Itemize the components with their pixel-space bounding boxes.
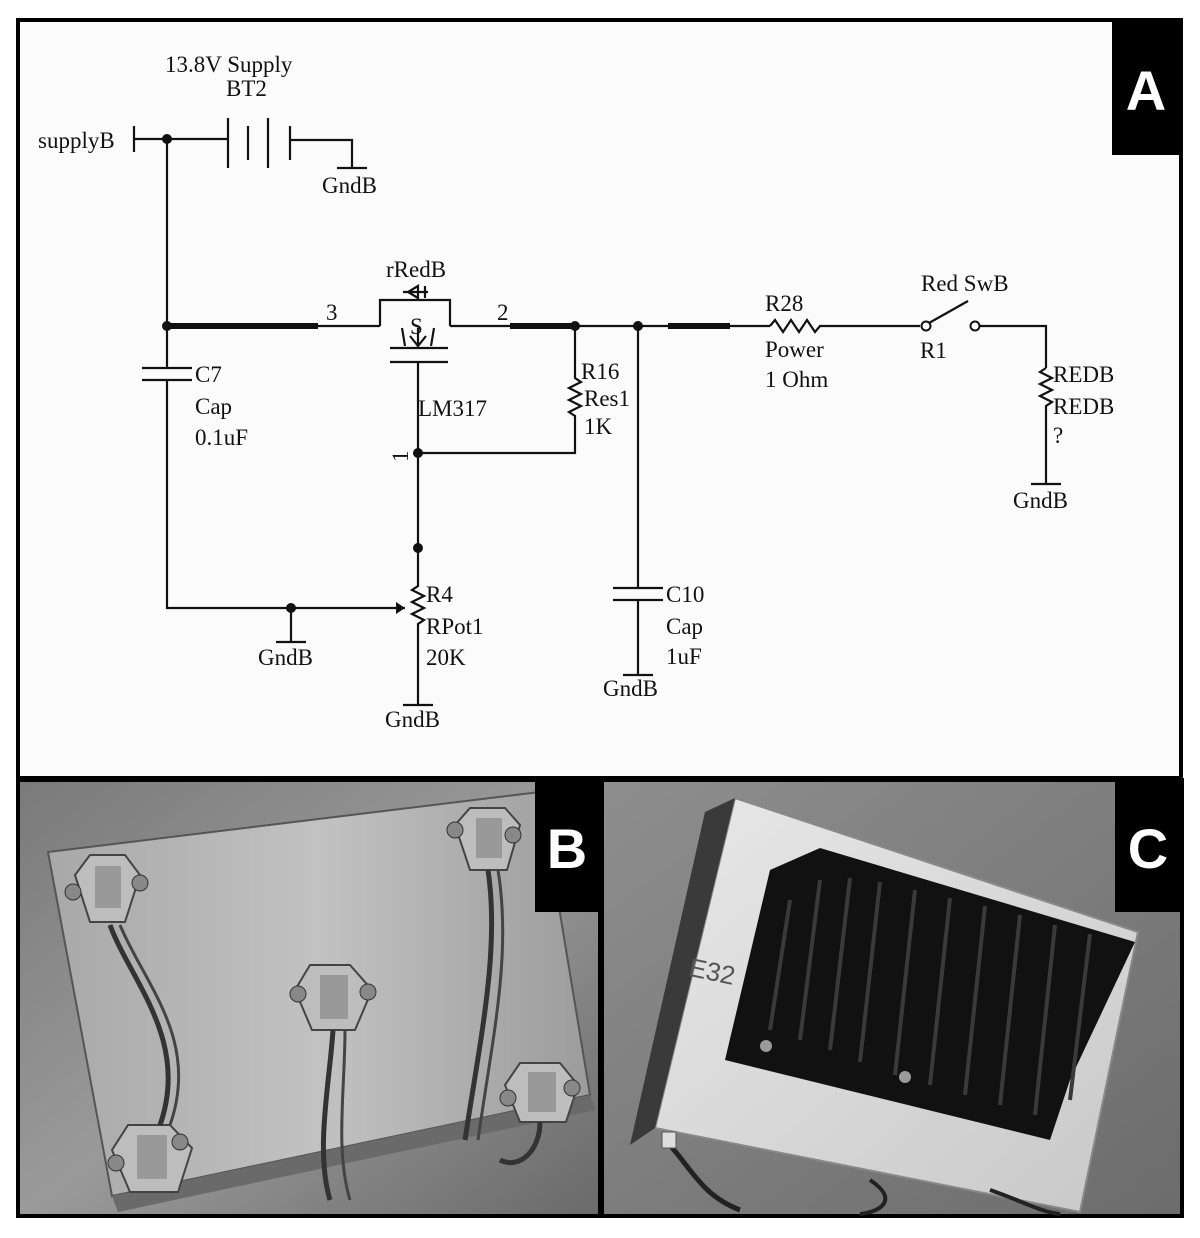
c10-type: Cap: [666, 614, 703, 639]
sensor-wire: [107, 924, 171, 1126]
load-value: ?: [1053, 423, 1063, 448]
wiper-arrow: [396, 602, 405, 614]
c7-ref: C7: [195, 362, 222, 387]
c10-value: 1uF: [666, 644, 702, 669]
sensor-wire: [320, 1029, 336, 1201]
c10-ref: C10: [666, 582, 704, 607]
r16-ref: R16: [581, 359, 619, 384]
c7-symbol: [142, 326, 405, 610]
panel-c-letter: C: [1128, 817, 1168, 880]
panel-a: A 13.8V Supply BT2 supplyB GndB 3 rRedB …: [16, 18, 1183, 780]
sensor-pad: [446, 807, 522, 871]
sensor-pad: [499, 1062, 581, 1123]
r16-type: Res1: [584, 386, 630, 411]
gnd-label-load: GndB: [1013, 488, 1068, 513]
supply-title: 13.8V Supply: [165, 52, 293, 77]
regulator-name: LM317: [418, 396, 487, 421]
switch-ref: R1: [920, 338, 947, 363]
r28-symbol: [769, 318, 920, 334]
supply-net-label: supplyB: [38, 128, 115, 153]
r4-symbol: [403, 548, 433, 707]
panel-b: B: [16, 778, 602, 1218]
pin3-label: 3: [326, 300, 338, 325]
gnd-symbol: [276, 608, 306, 644]
r16-value: 1K: [584, 414, 613, 439]
heat-sink: [725, 848, 1135, 1140]
r28-value: 1 Ohm: [765, 367, 828, 392]
r4-value: 20K: [426, 645, 466, 670]
c10-symbol: [613, 326, 663, 677]
battery-ref: BT2: [226, 76, 267, 101]
pin2-label: 2: [497, 300, 509, 325]
gnd-label-battery: GndB: [322, 173, 377, 198]
switch-name: Red SwB: [921, 271, 1009, 296]
load-symbol: [1031, 367, 1061, 486]
sensor-pad: [64, 854, 149, 923]
sensor-pad: [107, 1124, 194, 1193]
load-ref: REDB: [1053, 362, 1114, 387]
diode-ref: rRedB: [386, 257, 446, 282]
gnd-label-r4: GndB: [385, 707, 440, 732]
r4-ref: R4: [426, 582, 453, 607]
r28-type: Power: [765, 337, 824, 362]
sensor-pad: [289, 964, 377, 1031]
load-type: REDB: [1053, 394, 1114, 419]
gnd-label-c7: GndB: [258, 645, 313, 670]
pin1-label: 1: [388, 451, 413, 463]
panel-b-letter: B: [547, 817, 587, 880]
panel-c: E32 C: [600, 778, 1184, 1218]
r4-type: RPot1: [426, 614, 484, 639]
regulator-s: S: [410, 314, 423, 339]
battery-symbol: [132, 118, 367, 170]
panel-a-letter: A: [1126, 59, 1166, 122]
switch-symbol: [920, 300, 1048, 368]
sensor-wire: [462, 869, 495, 1141]
gnd-label-c10: GndB: [603, 676, 658, 701]
c7-value: 0.1uF: [195, 425, 248, 450]
c7-type: Cap: [195, 394, 232, 419]
node-dot: [162, 134, 172, 144]
r16-symbol: [418, 326, 584, 455]
r28-ref: R28: [765, 291, 803, 316]
